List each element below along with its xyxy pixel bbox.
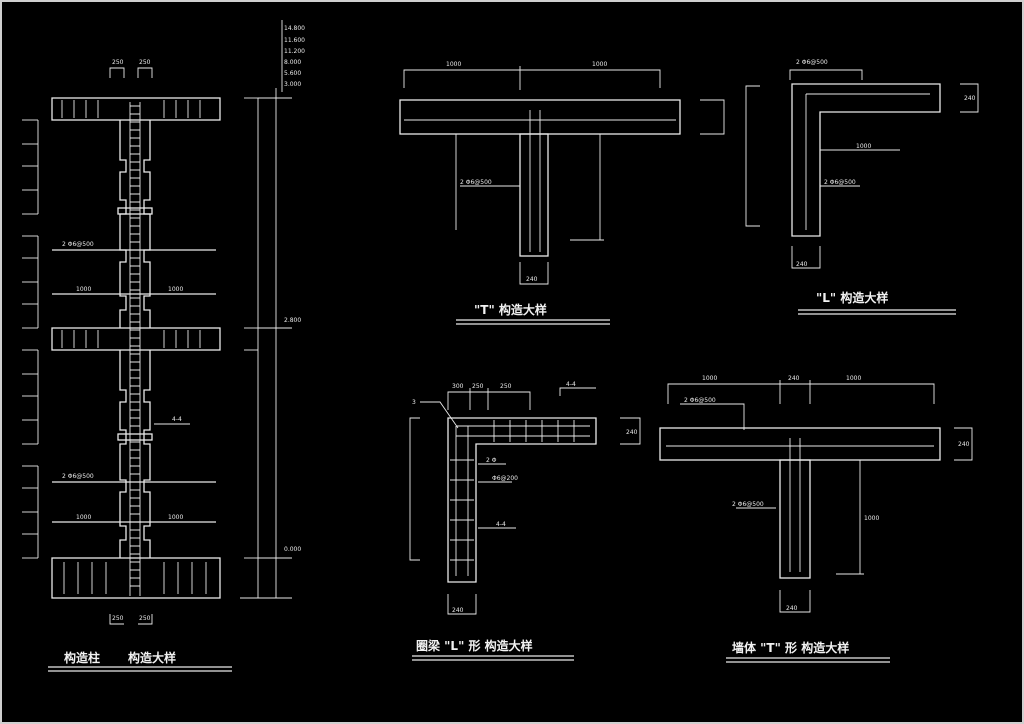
level-mid: 2.800 — [284, 317, 301, 324]
wall-rebar-mid: 2 Φ6@500 — [732, 501, 764, 508]
ring-bar-3: 4-4 — [496, 521, 506, 528]
t-dim-right: 1000 — [592, 61, 607, 68]
wall-width: 240 — [786, 605, 798, 612]
ring-title: 圈梁 "L" 形 构造大样 — [416, 638, 533, 653]
wall-height: 240 — [958, 441, 970, 448]
t-web — [519, 133, 549, 257]
section-mark: 4-4 — [172, 416, 182, 423]
wall-dim-mid: 240 — [788, 375, 800, 382]
ring-width: 240 — [452, 607, 464, 614]
ring-dim-3: 250 — [500, 383, 512, 390]
wall-web — [779, 459, 811, 579]
elevation-4: 8.000 — [284, 59, 301, 66]
elevation-6: 3.000 — [284, 81, 301, 88]
l-rebar-in: 2 Φ6@500 — [824, 179, 856, 186]
ring-dim-2: 250 — [472, 383, 484, 390]
t-width: 240 — [526, 276, 538, 283]
beam-mid — [51, 327, 221, 351]
top-dim-2: 250 — [139, 59, 151, 66]
l-len: 1000 — [856, 143, 871, 150]
bottom-dim-1: 250 — [112, 615, 124, 622]
bottom-dim-2: 250 — [139, 615, 151, 622]
ring-bar-1: 2 Φ — [486, 457, 497, 464]
level-low: 0.000 — [284, 546, 301, 553]
l-width: 240 — [796, 261, 808, 268]
t-dim-left: 1000 — [446, 61, 461, 68]
ring-mark: 4-4 — [566, 381, 576, 388]
l-detail-top: 2 Φ6@500 1000 2 Φ6@500 240 240 "L" 构造大样 — [745, 59, 979, 315]
t-detail-top: 1000 1000 2 Φ6@500 240 "T" 构造大样 — [399, 61, 725, 325]
ring-body — [447, 417, 597, 583]
ring-dim-1: 300 — [452, 383, 464, 390]
wall-dim-right: 1000 — [846, 375, 861, 382]
elevation-5: 5.600 — [284, 70, 301, 77]
rebar-lower: 2 Φ6@500 — [62, 473, 94, 480]
ring-l-detail: 300 250 250 4-4 3 2 Φ Φ6@200 4-4 240 240… — [409, 381, 641, 661]
len-upper-left: 1000 — [76, 286, 91, 293]
elevation-2: 11.600 — [284, 37, 305, 44]
elevation-3: 11.200 — [284, 48, 305, 55]
column-elevation: 250 250 2 Φ6@500 2 Φ6@500 1000 1000 1000 — [22, 20, 305, 672]
beam-bottom — [51, 557, 221, 599]
t-title: "T" 构造大样 — [474, 302, 547, 317]
len-upper-right: 1000 — [168, 286, 183, 293]
ring-callout: 3 — [412, 399, 416, 406]
l-rebar: 2 Φ6@500 — [796, 59, 828, 66]
beam-top — [51, 97, 221, 121]
wall-t-detail: 1000 240 1000 2 Φ6@500 2 Φ6@500 1000 240… — [659, 375, 973, 663]
l-title: "L" 构造大样 — [816, 290, 888, 305]
top-dim-1: 250 — [112, 59, 124, 66]
ring-height: 240 — [626, 429, 638, 436]
l-body — [791, 83, 941, 237]
wall-rebar-top: 2 Φ6@500 — [684, 397, 716, 404]
l-height: 240 — [964, 95, 976, 102]
elevation-1: 14.800 — [284, 25, 305, 32]
ring-bar-2: Φ6@200 — [492, 475, 518, 482]
wall-dim-left: 1000 — [702, 375, 717, 382]
column-title-1: 构造柱 — [64, 650, 100, 665]
rebar-upper: 2 Φ6@500 — [62, 241, 94, 248]
column-title-2: 构造大样 — [128, 650, 176, 665]
len-lower-right: 1000 — [168, 514, 183, 521]
len-lower-left: 1000 — [76, 514, 91, 521]
wall-title: 墙体 "T" 形 构造大样 — [732, 640, 849, 655]
wall-len: 1000 — [864, 515, 879, 522]
t-rebar: 2 Φ6@500 — [460, 179, 492, 186]
